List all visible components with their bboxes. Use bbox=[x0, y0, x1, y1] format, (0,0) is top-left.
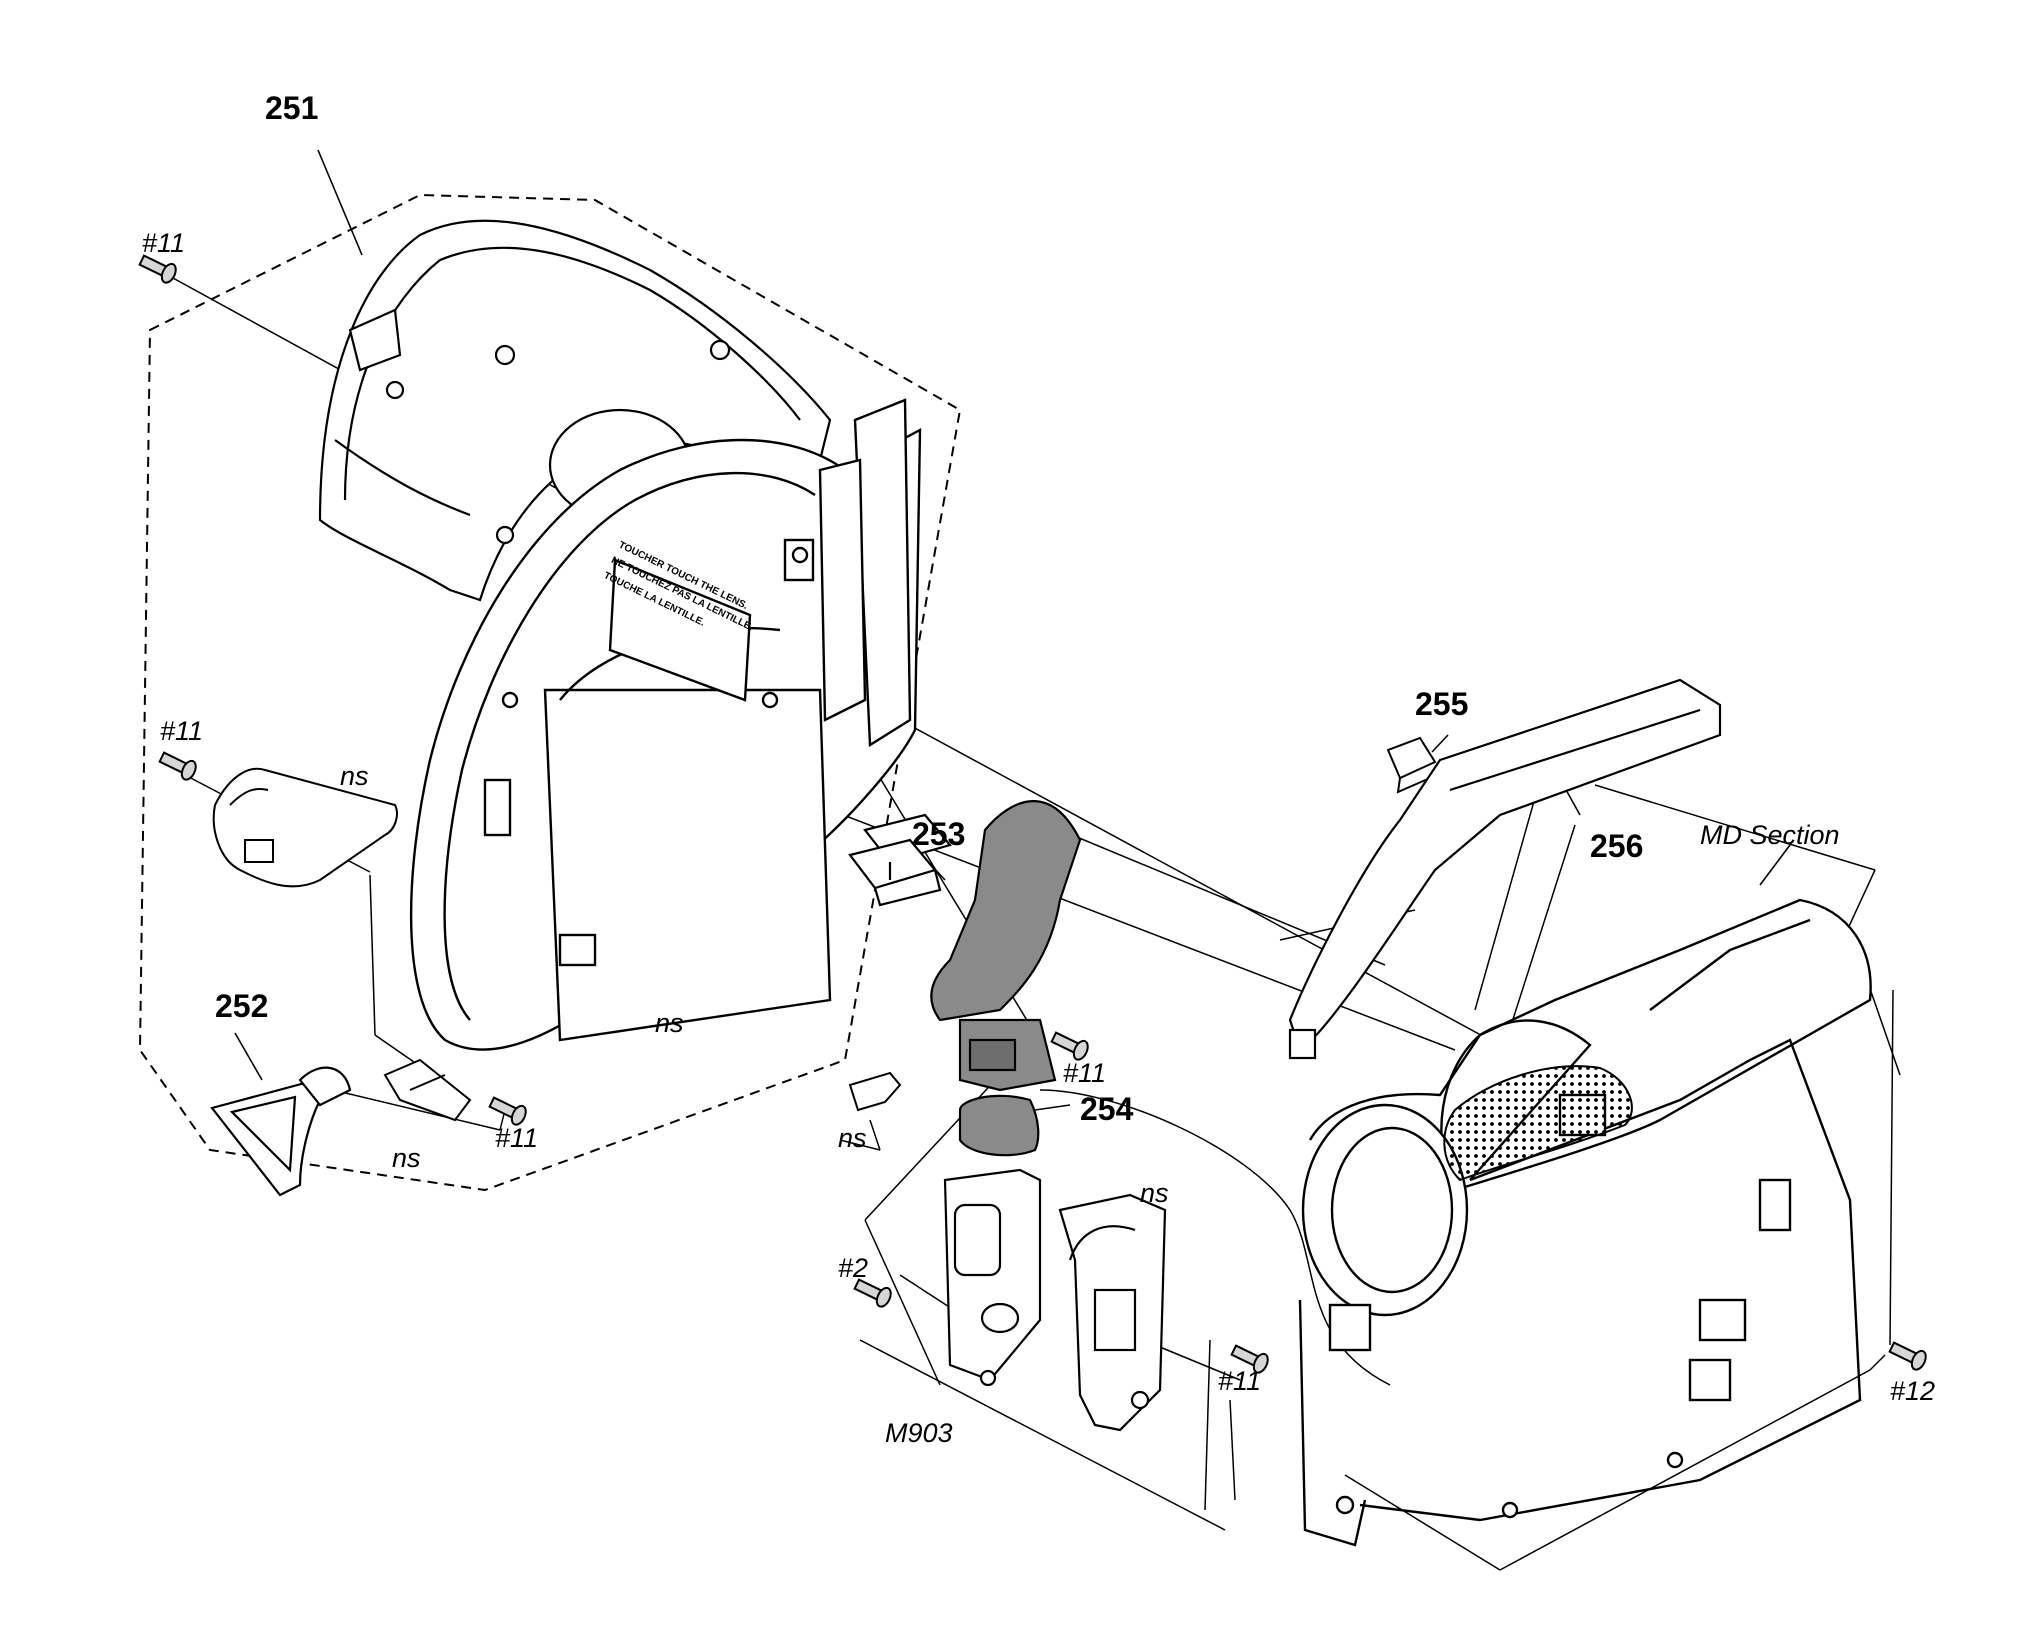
screw-label-11-left: #11 bbox=[160, 716, 204, 746]
part-256-top-cover bbox=[1288, 678, 1722, 1060]
ns-label-sheet: ns bbox=[838, 1123, 867, 1153]
screw-label-12: #12 bbox=[1890, 1376, 1936, 1406]
ns-label-bracket: ns bbox=[392, 1143, 421, 1173]
part-number-251: 251 bbox=[265, 90, 319, 126]
screw-11-bracket bbox=[1050, 1031, 1089, 1061]
screw-label-2: #2 bbox=[838, 1253, 869, 1283]
ns-label-cover: ns bbox=[655, 1008, 684, 1038]
motor-label-m903: M903 bbox=[885, 1418, 953, 1448]
part-255-clip bbox=[1386, 736, 1437, 794]
part-number-255: 255 bbox=[1415, 686, 1469, 722]
section-label-md: MD Section bbox=[1700, 820, 1840, 850]
screw-11-lower-mid bbox=[1230, 1344, 1269, 1374]
screw-label-11-bracket: #11 bbox=[1063, 1058, 1107, 1088]
part-252-handle bbox=[210, 1066, 352, 1197]
screw-label-11-lower-mid: #11 bbox=[1218, 1366, 1262, 1396]
part-number-252: 252 bbox=[215, 988, 269, 1024]
part-number-256: 256 bbox=[1590, 828, 1644, 864]
part-251-cover bbox=[409, 398, 922, 1051]
part-253-pads bbox=[848, 813, 952, 907]
part-ns-hinge-bracket bbox=[383, 1058, 472, 1122]
motor-m903 bbox=[943, 1168, 1042, 1387]
screw-12 bbox=[1888, 1341, 1927, 1371]
screw-11-top bbox=[138, 254, 177, 284]
screw-label-11-top: #11 bbox=[142, 228, 186, 258]
part-ns-sheet bbox=[848, 1071, 902, 1112]
md-section-body bbox=[1298, 898, 1872, 1547]
part-ns-holder bbox=[1058, 1193, 1167, 1432]
ns-label-arm: ns bbox=[340, 761, 369, 791]
part-254-flex-sheet bbox=[930, 800, 1082, 1157]
speaker-grille bbox=[1443, 1065, 1633, 1182]
assembly-251-boundary bbox=[138, 193, 962, 1192]
part-number-254: 254 bbox=[1080, 1091, 1134, 1127]
part-number-253: 253 bbox=[912, 816, 966, 852]
ns-label-holder: ns bbox=[1140, 1178, 1169, 1208]
screw-2 bbox=[853, 1278, 892, 1308]
screw-11-left bbox=[158, 751, 197, 781]
screw-label-11-lower-left: #11 bbox=[495, 1123, 539, 1153]
part-ns-arm bbox=[212, 767, 398, 888]
screw-11-lower-left bbox=[488, 1096, 527, 1126]
